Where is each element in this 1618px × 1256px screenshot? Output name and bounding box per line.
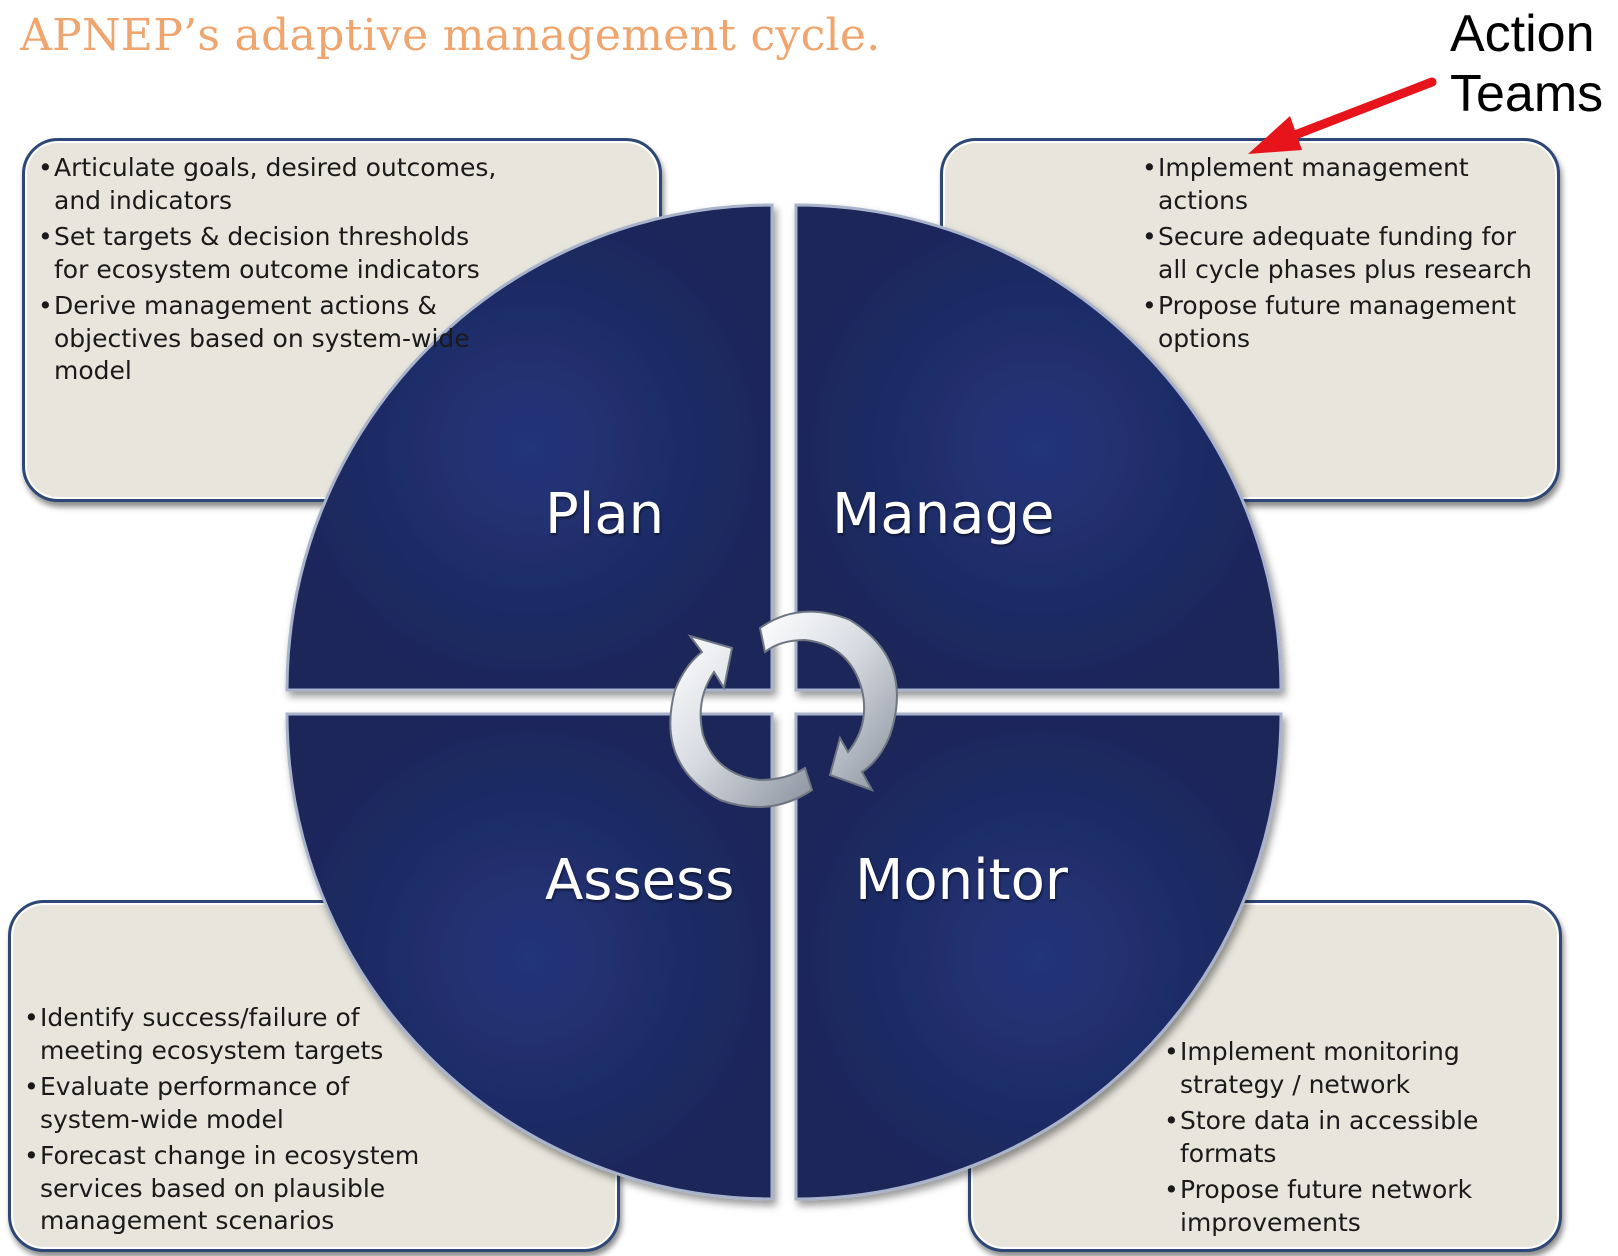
assess-bullets: Identify success/failure of meeting ecos… <box>24 1002 446 1242</box>
assess-bullet-3: Forecast change in ecosystem services ba… <box>24 1140 446 1238</box>
monitor-bullet-2: Store data in accessible formats <box>1164 1105 1496 1170</box>
assess-bullet-1: Identify success/failure of meeting ecos… <box>24 1002 446 1067</box>
action-teams-label: Action Teams <box>1450 4 1603 124</box>
manage-bullet-1: Implement management actions <box>1142 152 1544 217</box>
manage-bullet-2: Secure adequate funding for all cycle ph… <box>1142 221 1544 286</box>
action-teams-line1: Action <box>1450 5 1595 63</box>
manage-bullets: Implement management actions Secure adeq… <box>1142 152 1544 359</box>
action-teams-line2: Teams <box>1450 65 1604 123</box>
plan-bullets: Articulate goals, desired outcomes, and … <box>38 152 510 392</box>
assess-bullet-2: Evaluate performance of system-wide mode… <box>24 1071 446 1136</box>
cycle-arrows-icon <box>669 610 898 809</box>
plan-bullet-1: Articulate goals, desired outcomes, and … <box>38 152 510 217</box>
monitor-bullet-1: Implement monitoring strategy / network <box>1164 1036 1496 1101</box>
plan-label: Plan <box>545 482 665 547</box>
monitor-quadrant <box>794 712 1283 1201</box>
manage-bullet-3: Propose future management options <box>1142 290 1544 355</box>
assess-label: Assess <box>545 848 735 913</box>
monitor-label: Monitor <box>855 848 1068 913</box>
plan-bullet-3: Derive management actions & objectives b… <box>38 290 510 388</box>
monitor-bullets: Implement monitoring strategy / network … <box>1164 1036 1496 1243</box>
page-title: APNEP’s adaptive management cycle. <box>20 10 881 61</box>
monitor-bullet-3: Propose future network improvements <box>1164 1174 1496 1239</box>
manage-quadrant <box>794 203 1283 692</box>
manage-label: Manage <box>832 482 1055 547</box>
plan-bullet-2: Set targets & decision thresholds for ec… <box>38 221 510 286</box>
